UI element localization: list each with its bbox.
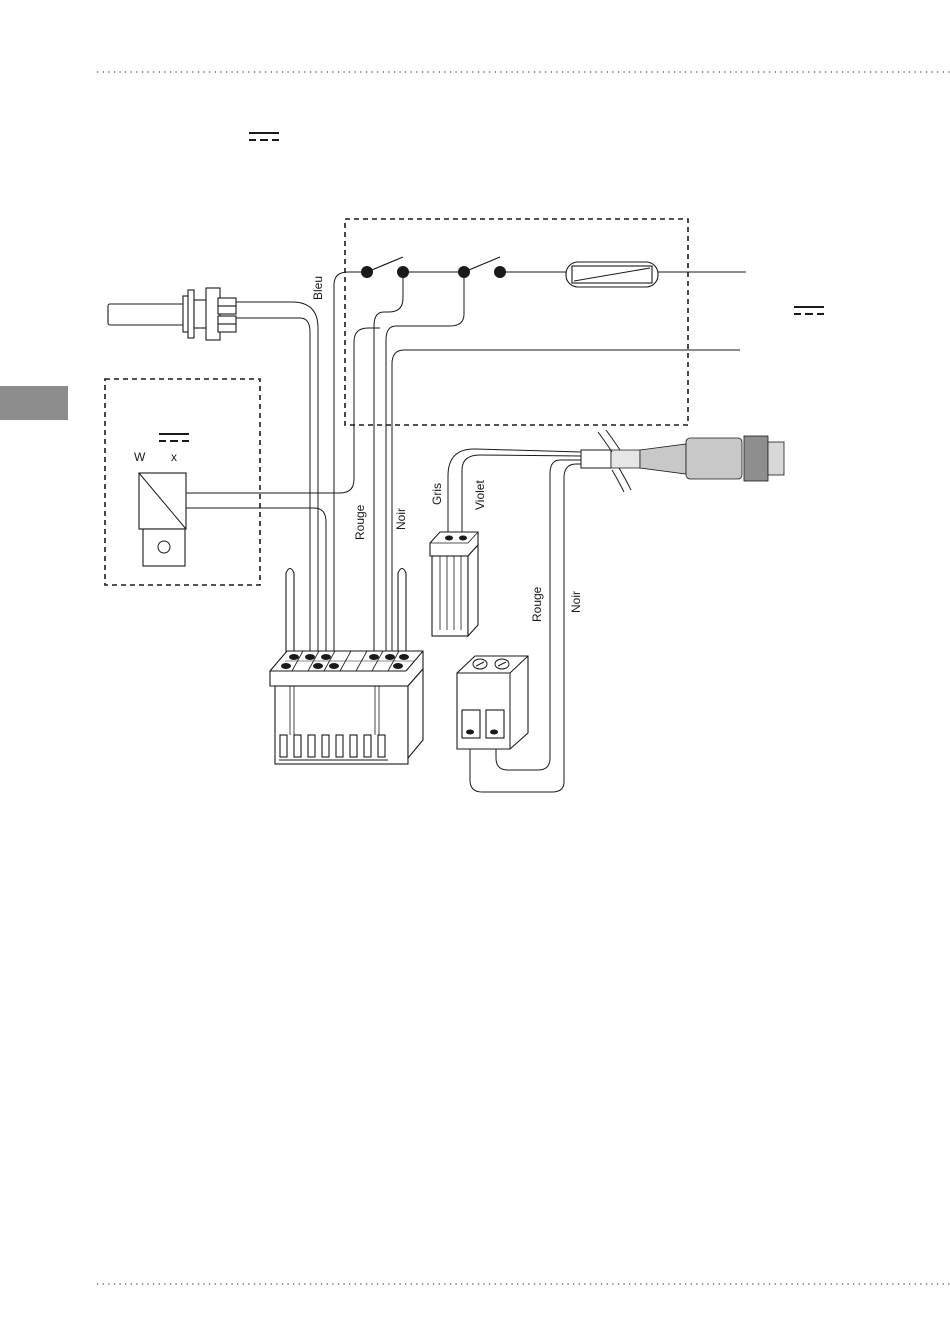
- main-terminal-block: [270, 569, 423, 765]
- wire-label-noir-main: Noir: [394, 508, 408, 530]
- wire-label-bleu: Bleu: [311, 276, 325, 300]
- fuse: [566, 262, 658, 287]
- wire-label-rouge-main: Rouge: [353, 504, 367, 540]
- wire-label-gris: Gris: [430, 483, 444, 505]
- sensor-w-label: W: [134, 450, 146, 464]
- cable-plug: [581, 430, 784, 492]
- wire-label-noir-cable: Noir: [569, 591, 583, 613]
- switch-fuse-enclosure: [345, 219, 688, 425]
- dc-symbol-icon: [794, 307, 824, 314]
- switch-2: [458, 257, 506, 278]
- wire-label-rouge-cable: Rouge: [530, 586, 544, 622]
- sensor-x-label: x: [171, 450, 177, 464]
- rod-sensor: [108, 288, 236, 340]
- dc-symbol-icon: [249, 133, 279, 140]
- sensor-module: [139, 473, 186, 566]
- dc-symbol-icon: [159, 434, 189, 441]
- switch-1: [361, 257, 409, 278]
- screw-terminal: [457, 656, 528, 749]
- wire-label-violet: Violet: [473, 480, 487, 510]
- grey-violet-connector: [430, 532, 478, 636]
